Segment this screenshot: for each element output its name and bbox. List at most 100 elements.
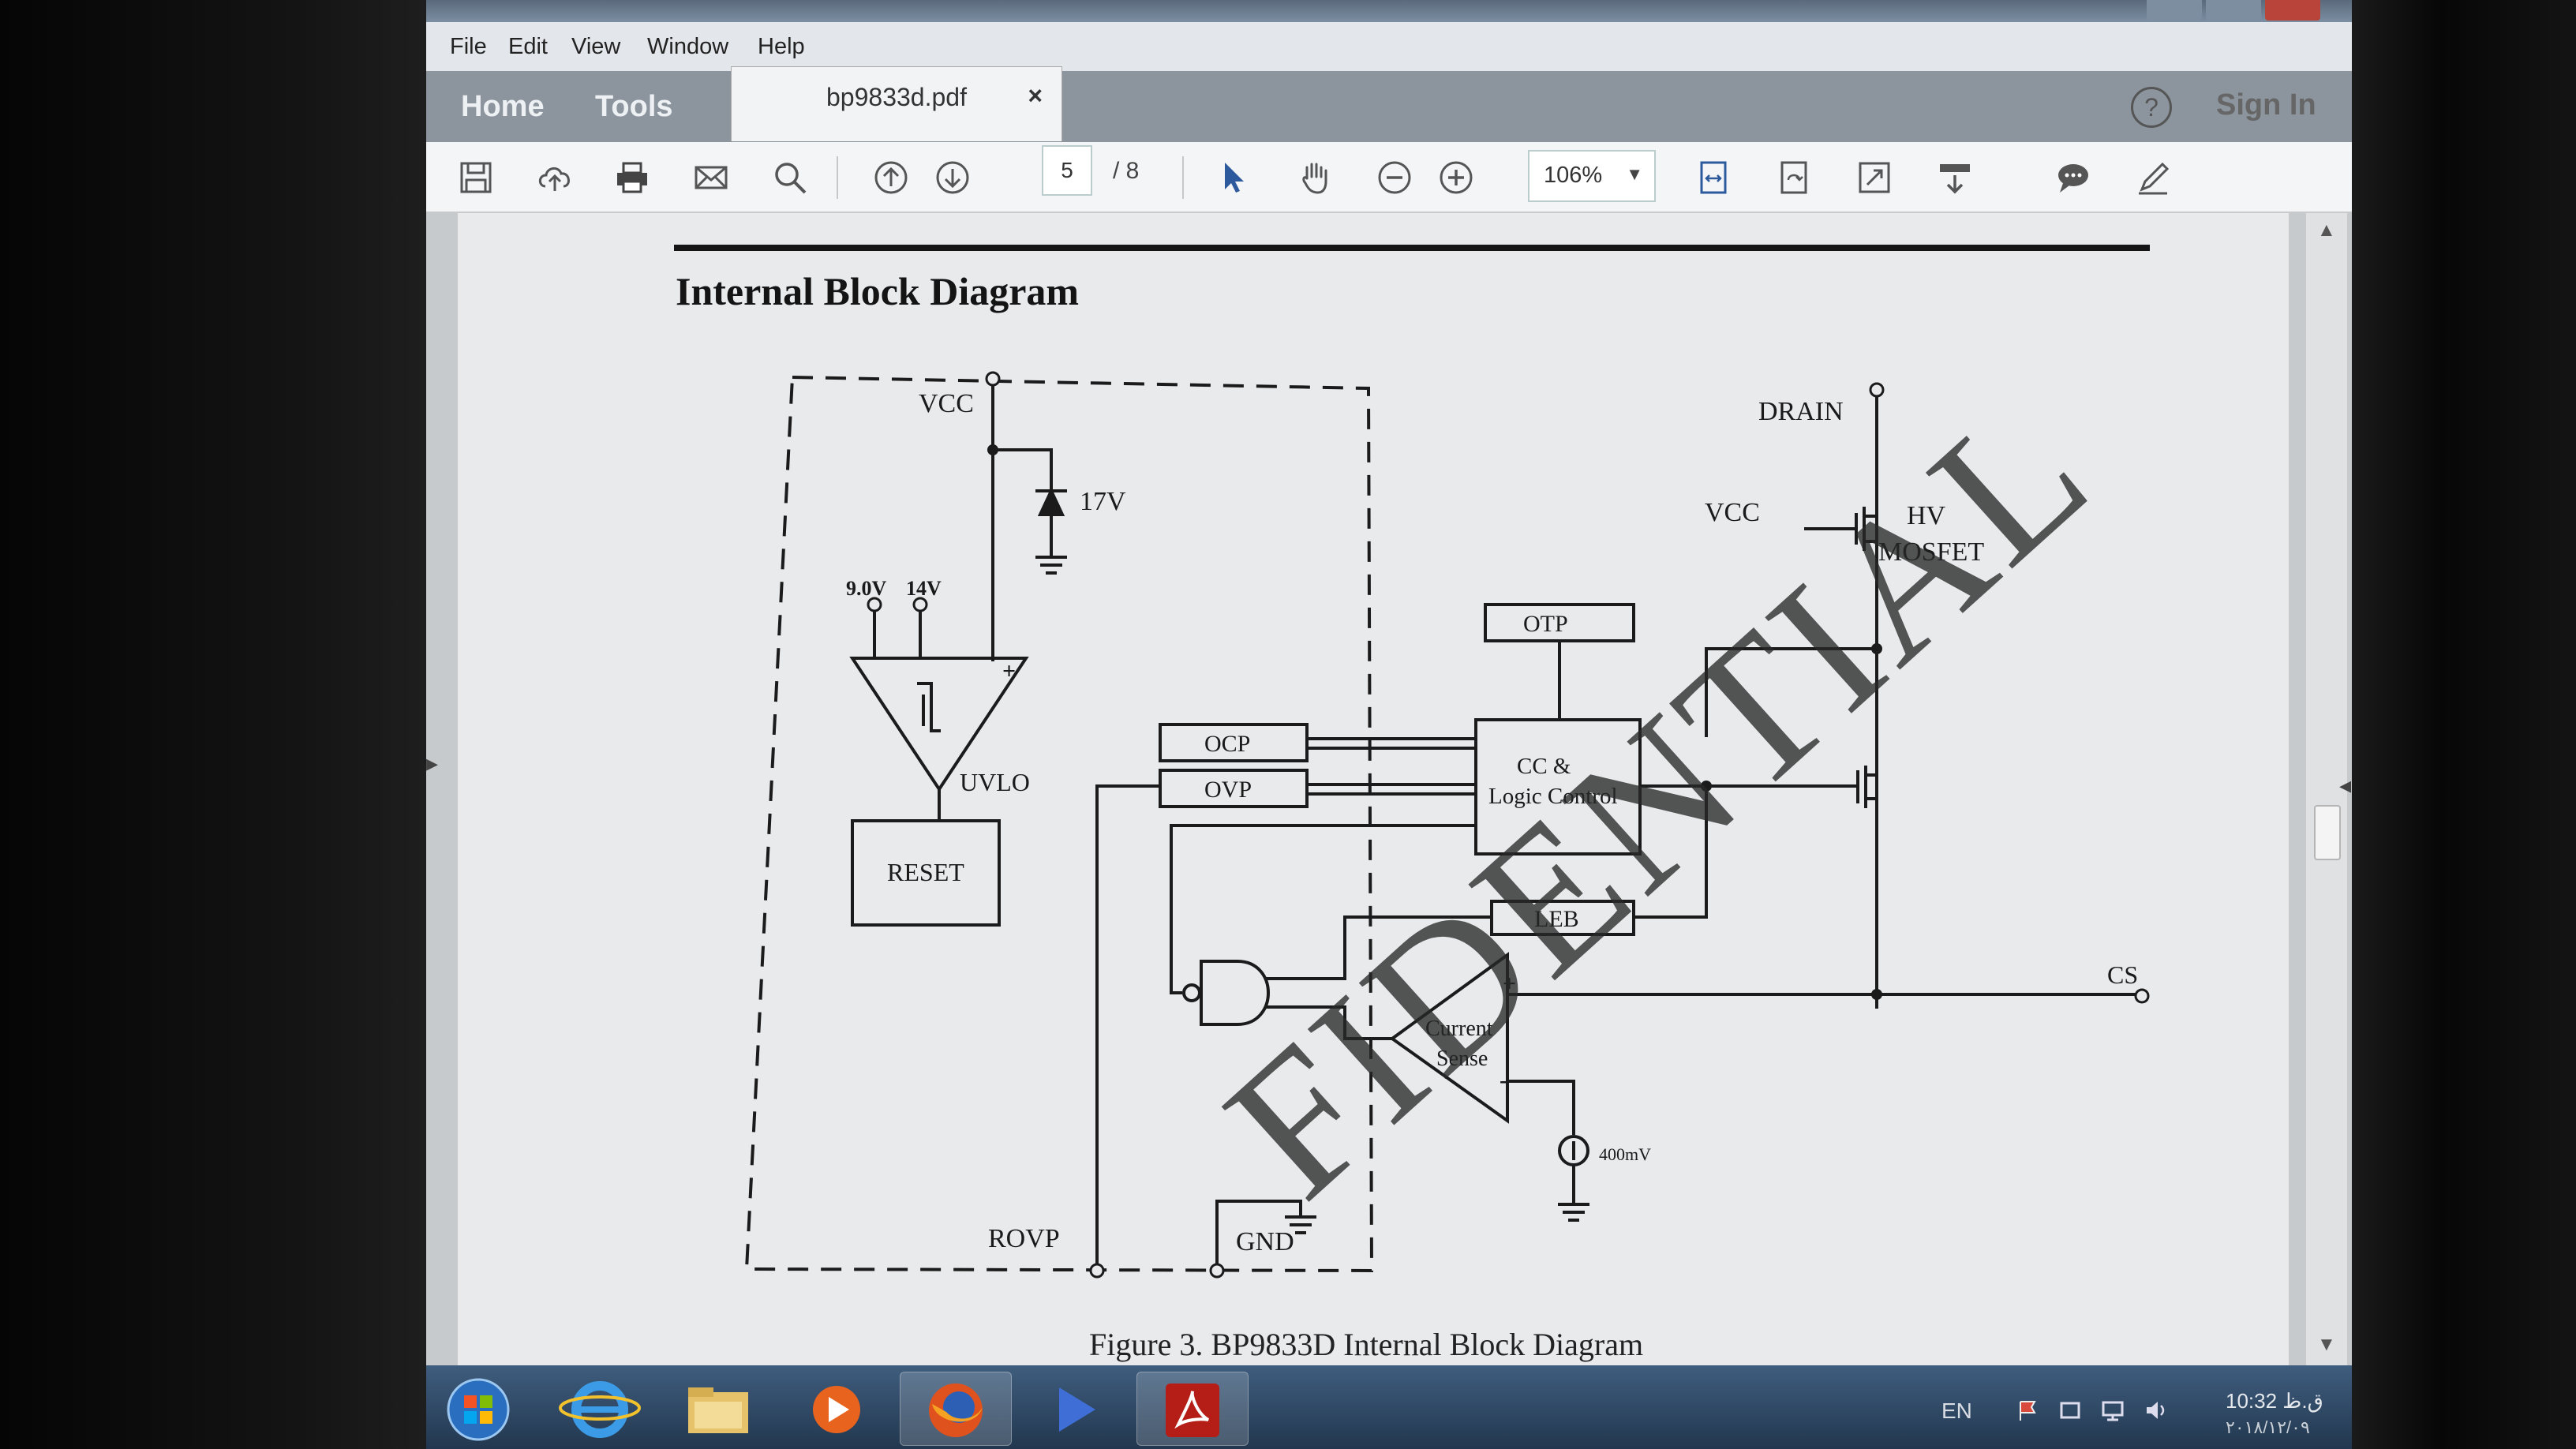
window-title-bar — [426, 0, 2352, 22]
label-ocp: OCP — [1204, 731, 1250, 757]
nand-bubble — [1182, 983, 1201, 1002]
scroll-down-icon[interactable]: ▼ — [2317, 1334, 2336, 1355]
fullscreen-icon[interactable] — [1856, 159, 1893, 196]
page-number-input[interactable]: 5 — [1042, 145, 1092, 196]
label-hv: HV — [1907, 501, 1946, 530]
language-indicator[interactable]: EN — [1941, 1398, 1972, 1423]
gnd-wire — [1215, 1200, 1316, 1269]
upload-icon[interactable] — [537, 159, 573, 196]
select-icon[interactable] — [1215, 159, 1252, 196]
menu-edit[interactable]: Edit — [508, 34, 548, 59]
tab-home[interactable]: Home — [461, 90, 545, 123]
label-drain: DRAIN — [1758, 397, 1844, 426]
drain-pin — [1869, 382, 1885, 398]
reset-box — [851, 819, 1001, 927]
document-tab-label: bp9833d.pdf — [826, 83, 967, 111]
monitor-bezel-left — [0, 0, 426, 1449]
gnd-pin — [1209, 1263, 1225, 1279]
menu-view[interactable]: View — [571, 34, 621, 59]
label-ovp: OVP — [1204, 777, 1252, 803]
tab-document[interactable]: bp9833d.pdf × — [731, 66, 1062, 141]
hand-icon[interactable] — [1297, 159, 1334, 196]
page-down-icon[interactable] — [934, 159, 971, 196]
comment-icon[interactable] — [2055, 159, 2091, 196]
clock-date[interactable]: ۲۰۱۸/۱۲/۰۹ — [2226, 1417, 2310, 1437]
network-icon[interactable] — [2101, 1398, 2125, 1422]
volume-icon[interactable] — [2144, 1398, 2167, 1422]
clock-time[interactable]: 10:32 ق.ظ — [2226, 1389, 2323, 1413]
internet-explorer-icon[interactable] — [545, 1372, 655, 1444]
label-sense-minus: - — [1500, 1067, 1507, 1093]
rovp-pin — [1089, 1263, 1105, 1279]
action-center-flag-icon[interactable] — [2016, 1398, 2039, 1422]
vcc-pin — [985, 371, 1001, 387]
hv-mosfet-gate — [1804, 507, 1877, 551]
nand-input-wire — [1264, 966, 1392, 1040]
device-icon[interactable] — [2058, 1398, 2082, 1422]
page-total-label: / 8 — [1113, 158, 1140, 184]
collapse-left-panel-icon[interactable]: ▸ — [426, 751, 439, 777]
acrobat-reader-icon[interactable] — [1136, 1372, 1249, 1446]
label-cc: CC & — [1517, 754, 1571, 779]
block-diagram: VCC DRAIN 17V VCC HV MOSFET 9.0V 14V + U… — [744, 371, 2150, 1279]
file-explorer-icon[interactable] — [663, 1372, 773, 1444]
toolbar-separator — [837, 156, 838, 199]
rovp-wire — [1095, 784, 1160, 1269]
print-icon[interactable] — [614, 159, 650, 196]
minimize-button[interactable] — [2147, 0, 2202, 21]
pen-icon[interactable] — [2136, 159, 2172, 196]
uvlo-comparator — [849, 657, 1029, 792]
section-rule — [674, 245, 2150, 251]
label-400mv: 400mV — [1599, 1144, 1651, 1164]
read-mode-icon[interactable] — [1937, 159, 1973, 196]
scroll-up-icon[interactable]: ▲ — [2317, 219, 2336, 241]
vcc-node — [987, 444, 998, 455]
label-17v: 17V — [1080, 487, 1126, 516]
zener-ground — [1035, 529, 1067, 575]
monitor-screen: File Edit View Window Help Home Tools bp… — [426, 0, 2352, 1449]
ovp-wire — [1307, 783, 1476, 796]
close-window-button[interactable] — [2265, 0, 2320, 21]
close-tab-icon[interactable]: × — [1028, 81, 1043, 110]
tab-tools[interactable]: Tools — [595, 90, 673, 123]
vertical-scrollbar[interactable]: ▲ ▼ — [2306, 213, 2347, 1365]
sign-in-link[interactable]: Sign In — [2216, 88, 2316, 122]
zoom-in-icon[interactable] — [1438, 159, 1474, 196]
email-icon[interactable] — [693, 159, 729, 196]
feedback-loop-wire — [1170, 824, 1247, 994]
menu-file[interactable]: File — [450, 34, 487, 59]
label-leb: LEB — [1534, 906, 1579, 932]
firefox-icon[interactable] — [900, 1372, 1012, 1446]
zoom-out-icon[interactable] — [1376, 159, 1413, 196]
hysteresis-symbol — [917, 682, 941, 732]
maximize-button[interactable] — [2206, 0, 2261, 21]
start-orb[interactable] — [426, 1372, 537, 1444]
leb-to-gate-wire — [1343, 915, 1492, 966]
label-current: Current — [1425, 1017, 1493, 1041]
label-mosfet: MOSFET — [1878, 537, 1984, 567]
label-9v: 9.0V — [846, 577, 887, 600]
media-play-icon[interactable] — [1018, 1372, 1129, 1444]
zoom-select[interactable]: 106% ▼ — [1528, 150, 1656, 202]
document-viewport: ▸ Internal Block Diagram — [426, 213, 2352, 1365]
search-icon[interactable] — [772, 159, 808, 196]
sense-minus-wire — [1507, 1080, 1575, 1135]
menu-window[interactable]: Window — [647, 34, 729, 59]
cs-pin — [2134, 988, 2150, 1004]
label-cs: CS — [2107, 960, 2138, 989]
label-uvlo: UVLO — [960, 768, 1030, 796]
chip-boundary — [744, 375, 1374, 1273]
fit-page-icon[interactable] — [1695, 159, 1732, 196]
nand-gate — [1200, 960, 1270, 1026]
menu-help[interactable]: Help — [758, 34, 805, 59]
power-node-wire — [1705, 647, 1877, 737]
label-sense-plus: + — [1503, 971, 1516, 997]
scroll-thumb[interactable] — [2314, 805, 2341, 860]
page-up-icon[interactable] — [873, 159, 909, 196]
label-plus: + — [1002, 658, 1016, 684]
save-icon[interactable] — [458, 159, 494, 196]
rotate-icon[interactable] — [1776, 159, 1812, 196]
media-player-icon[interactable] — [781, 1372, 892, 1444]
help-icon[interactable]: ? — [2131, 87, 2172, 128]
collapse-right-panel-icon[interactable]: ◂ — [2339, 773, 2352, 799]
